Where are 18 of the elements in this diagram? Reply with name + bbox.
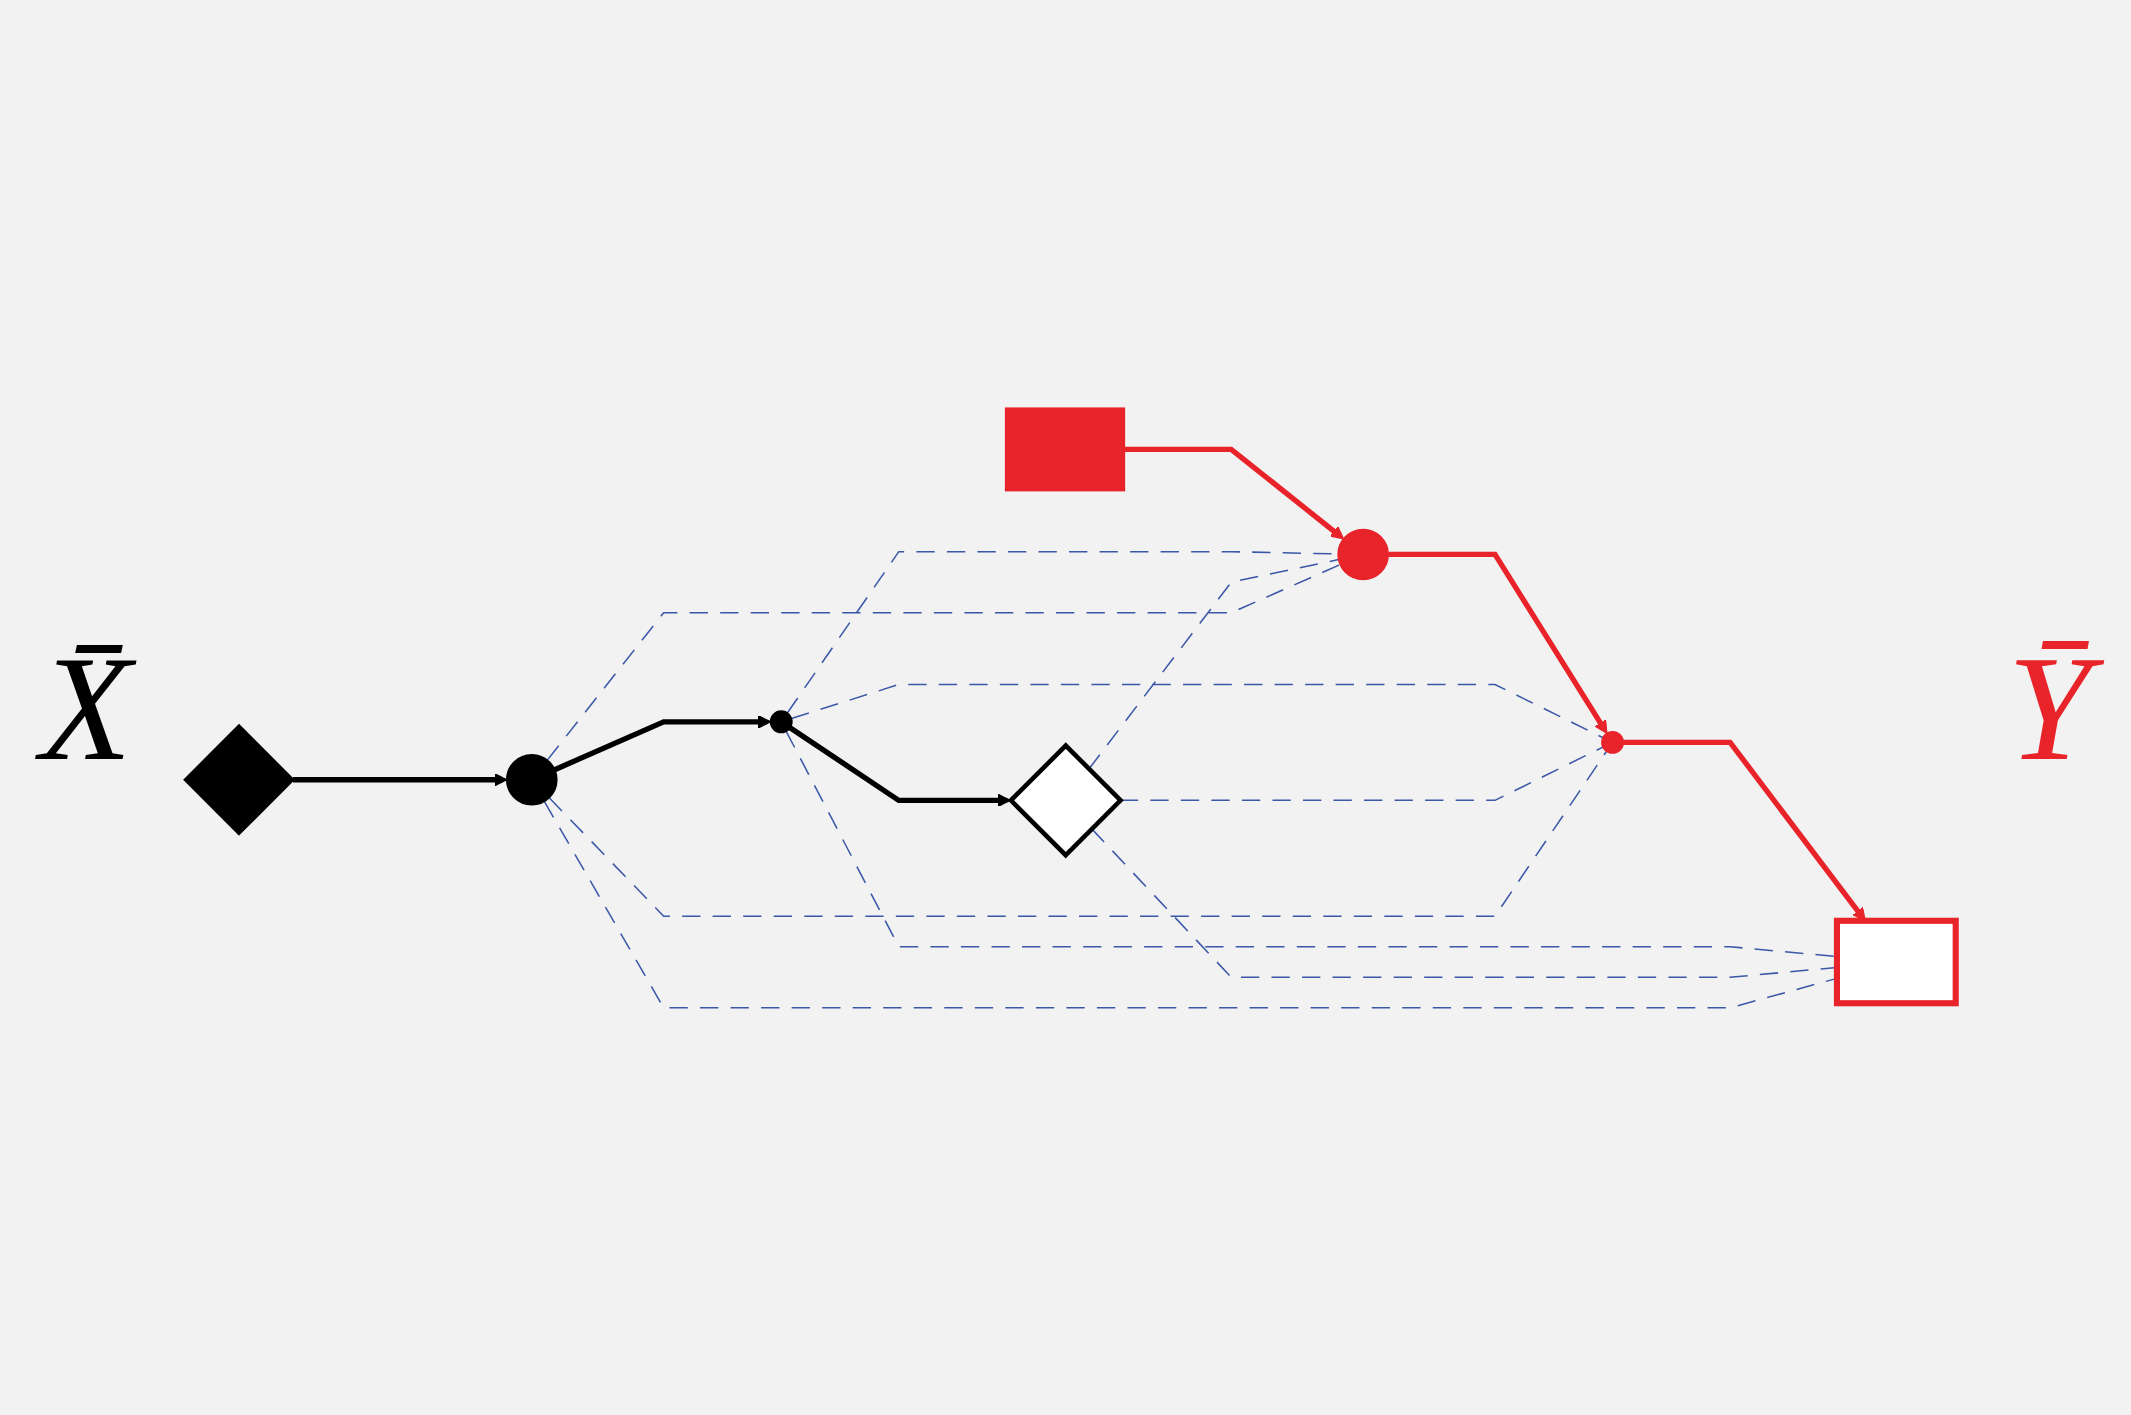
node-point [769, 709, 793, 733]
node-point [1600, 730, 1624, 754]
node-circle [505, 753, 558, 806]
math-label: X̄ [0, 632, 172, 783]
node-box [1833, 917, 1959, 1006]
arrow [1387, 551, 1608, 734]
node-diamond [1007, 741, 1124, 858]
arrow [788, 725, 1011, 807]
node-diamond [182, 723, 295, 836]
connector [546, 563, 1341, 761]
connector [790, 683, 1604, 738]
arrow [1124, 446, 1344, 539]
connector [548, 750, 1607, 917]
node-circle [1336, 528, 1389, 580]
arrow [292, 772, 507, 786]
arrow [553, 714, 771, 772]
node-box [1004, 406, 1125, 491]
math-label: Ȳ [1967, 632, 2131, 783]
